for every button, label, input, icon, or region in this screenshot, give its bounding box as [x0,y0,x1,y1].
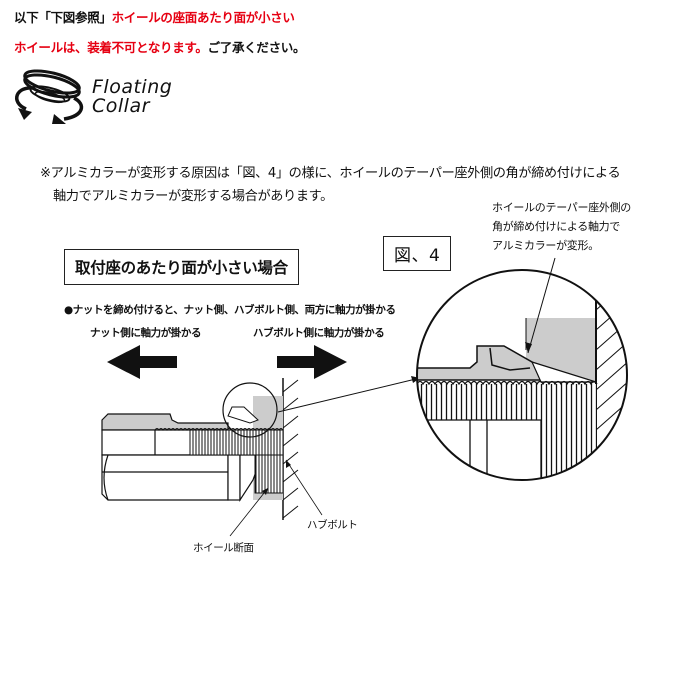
notice-suffix: ご了承ください。 [207,40,306,55]
callout-line-2: 角が締め付けによる軸力で [492,220,621,233]
right-force-label: ハブボルト側に軸力が掛かる [253,327,385,339]
notice-warning-1: ホイールの座面あたり面が小さい [111,10,295,25]
wheel-section-label: ホイール断面 [193,542,254,554]
hub-wall [282,378,299,520]
thread-teeth [154,428,284,431]
right-force-arrow [277,345,347,379]
hub-bolt-leader [285,459,323,516]
callout-text: ホイールのテーパー座外側の 角が締め付けによる軸力で アルミカラーが変形。 [492,198,631,255]
logo-text-floating: Floating [92,76,173,98]
notice-line-2: ホイールは、装着不可となります。ご了承ください。 [14,37,305,56]
left-force-label: ナット側に軸力が掛かる [90,327,202,339]
cause-line-1: ※アルミカラーが変形する原因は「図、4」の様に、ホイールのテーパー座外側の角が締… [40,166,621,181]
cause-line-2: 軸力でアルミカラーが変形する場合があります。 [53,189,333,204]
bullet-text: ●ナットを締め付けると、ナット側、ハブボルト側、両方に軸力が掛かる [64,304,396,316]
figure-label: 図、4 [383,236,452,271]
notice-warning-2: ホイールは、装着不可となります。 [14,40,208,55]
notice-line-1: 以下「下図参照」ホイールの座面あたり面が小さい [14,7,295,26]
bolt-thread-hub [254,454,284,494]
diagram-title: 取付座のあたり面が小さい場合 [64,249,299,285]
wheel-section-leader [229,487,269,537]
nut [101,413,263,503]
zoomed-detail [417,270,627,480]
zoom-leader-line [277,377,421,413]
left-force-arrow [107,345,177,379]
detail-circle [222,382,278,438]
callout-pointer [527,257,556,354]
floating-collar-rotation-icon [15,69,84,124]
bolt-thread [189,429,284,456]
callout-line-1: ホイールのテーパー座外側の [492,201,631,214]
callout-line-3: アルミカラーが変形。 [492,239,599,252]
zoom-circle [416,269,628,481]
logo-text-collar: Collar [92,95,150,117]
hub-bolt-label: ハブボルト [307,519,358,531]
notice-prefix: 以下「下図参照」 [14,10,112,25]
